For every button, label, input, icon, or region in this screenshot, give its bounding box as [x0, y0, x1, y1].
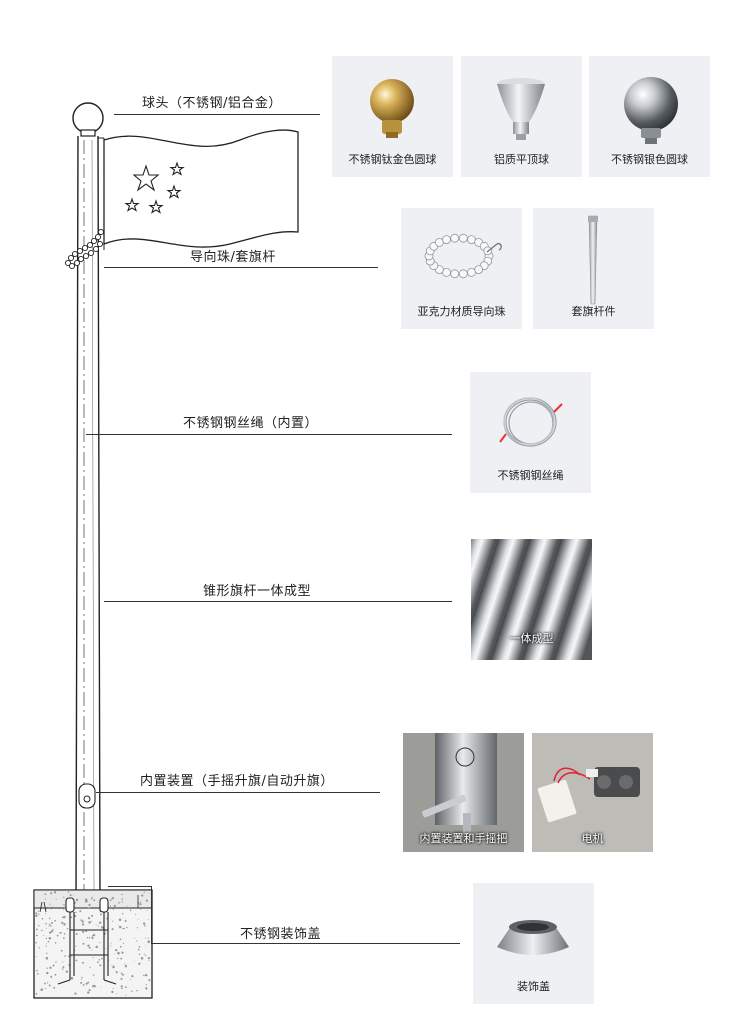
flag-stars	[124, 161, 185, 214]
card-flag-sleeve-rod: 套旗杆件	[533, 208, 654, 329]
gold-ball-finial-caption: 不锈钢钛金色圆球	[348, 153, 437, 166]
card-silver-ball-finial: 不锈钢银色圆球	[589, 56, 710, 177]
guide-label: 导向珠/套旗杆	[190, 250, 276, 265]
finial-leader-line	[114, 114, 320, 115]
crank-device-photo	[403, 733, 524, 852]
cover-leader-line	[152, 943, 460, 944]
motor-photo	[532, 733, 653, 852]
decorative-cover-caption: 装饰盖	[517, 980, 550, 993]
crank-device-caption: 内置装置和手摇把	[419, 832, 508, 845]
flag-sleeve-rod-caption: 套旗杆件	[571, 305, 616, 318]
rope-label: 不锈钢钢丝绳（内置）	[183, 416, 319, 431]
anchor-bolts	[57, 897, 117, 985]
finial-label: 球头（不锈钢/铝合金）	[142, 96, 282, 111]
steel-tubes-caption: 一体成型	[509, 632, 554, 645]
gold-ball-finial-icon	[370, 79, 414, 138]
flag-sleeve-rod-icon	[588, 215, 598, 305]
card-bead-chain: 亚克力材质导向珠	[401, 208, 522, 329]
cover-leader-top	[108, 886, 152, 887]
silver-ball-finial-caption: 不锈钢银色圆球	[611, 153, 688, 166]
card-gold-ball-finial: 不锈钢钛金色圆球	[332, 56, 453, 177]
concrete-base	[33, 889, 153, 999]
rope-leader-line	[86, 434, 452, 435]
motor-caption: 电机	[581, 832, 604, 845]
device-label: 内置装置（手摇升旗/自动升旗）	[140, 774, 334, 789]
base-texture	[35, 891, 151, 996]
pole-finial-ball	[72, 102, 104, 134]
decorative-cover-icon	[497, 920, 569, 955]
card-decorative-cover: 装饰盖	[473, 883, 594, 1004]
guide-leader-line	[104, 267, 378, 268]
card-motor: 电机	[532, 733, 653, 852]
guide-bead-chain	[64, 228, 105, 270]
bead-chain-caption: 亚克力材质导向珠	[417, 305, 506, 318]
flag-outline	[103, 129, 299, 248]
wire-rope-coil-icon	[499, 397, 563, 447]
card-crank-device: 内置装置和手摇把	[403, 733, 524, 852]
wire-rope-caption: 不锈钢钢丝绳	[497, 469, 564, 482]
device-leader-line	[96, 792, 380, 793]
card-wire-rope: 不锈钢钢丝绳	[470, 372, 591, 493]
flat-top-finial-caption: 铝质平顶球	[494, 153, 549, 166]
silver-ball-finial-icon	[624, 77, 678, 144]
card-steel-tubes: 一体成型	[471, 539, 592, 660]
cover-leader-elbow	[151, 886, 152, 944]
pole-label: 锥形旗杆一体成型	[203, 584, 312, 599]
flat-top-finial-icon	[497, 78, 545, 140]
flagpole-drawing	[33, 102, 299, 999]
card-flat-top-finial: 铝质平顶球	[461, 56, 582, 177]
steel-tubes-photo	[471, 539, 592, 660]
cover-label: 不锈钢装饰盖	[240, 927, 322, 942]
bead-chain-icon	[424, 233, 502, 279]
pole-leader-line	[104, 601, 452, 602]
